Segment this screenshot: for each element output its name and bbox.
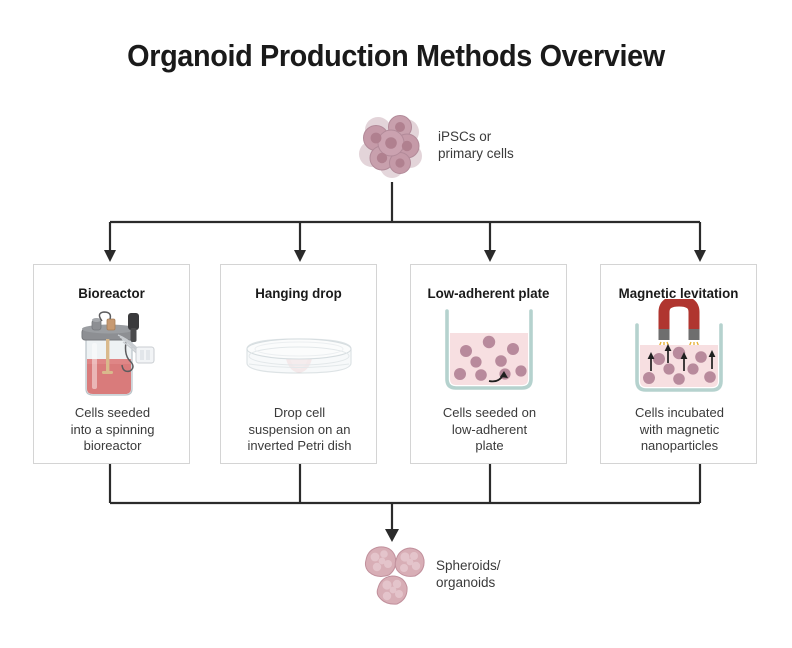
caption-line2: with magnetic (639, 421, 720, 437)
well-plate-icon (411, 305, 566, 397)
caption-line2: low-adherent (451, 421, 528, 437)
method-caption: Cells incubated with magnetic nanopartic… (607, 405, 752, 455)
magnet-well-icon (601, 299, 756, 392)
caption-line1: Cells incubated (635, 405, 724, 420)
method-card-hanging-drop[interactable]: Hanging drop Drop cell suspension on an … (220, 264, 377, 464)
method-title: Hanging drop (255, 285, 342, 301)
bioreactor-icon (34, 309, 189, 401)
arrowhead-output (385, 529, 399, 542)
caption-line2: into a spinning (70, 421, 155, 437)
caption-line3: nanoparticles (640, 438, 719, 453)
caption-line3: plate (475, 438, 504, 453)
arrowhead-3 (694, 250, 706, 262)
arrowhead-1 (294, 250, 306, 262)
caption-line1: Cells seeded on (442, 405, 537, 420)
caption-line3: inverted Petri dish (247, 438, 352, 453)
arrowhead-2 (484, 250, 496, 262)
caption-line2: suspension on an (248, 421, 351, 437)
method-title: Magnetic levitation (618, 285, 739, 301)
method-title: Low-adherent plate (427, 285, 550, 301)
method-caption: Cells seeded on low-adherent plate (417, 405, 562, 455)
source-label: iPSCs or primary cells (438, 128, 578, 162)
source-label-line1: iPSCs or (438, 129, 492, 144)
output-label-line2: organoids (436, 575, 496, 590)
method-card-magnetic-levitation[interactable]: Magnetic levitation Cells incubated with… (600, 264, 757, 464)
method-caption: Cells seeded into a spinning bioreactor (40, 405, 185, 455)
page-title: Organoid Production Methods Overview (127, 38, 665, 73)
petri-dish-icon (221, 309, 376, 401)
source-label-line2: primary cells (438, 146, 514, 161)
caption-line1: Drop cell (273, 405, 326, 420)
method-title: Bioreactor (78, 285, 145, 301)
method-caption: Drop cell suspension on an inverted Petr… (227, 405, 372, 455)
cell-cluster-icon (352, 110, 432, 180)
caption-line3: bioreactor (83, 438, 142, 453)
caption-line1: Cells seeded (74, 405, 151, 420)
method-card-low-adherent-plate[interactable]: Low-adherent plate Cells seeded on low-a… (410, 264, 567, 464)
spheroids-icon (358, 540, 432, 612)
method-card-bioreactor[interactable]: Bioreactor (33, 264, 190, 464)
arrowhead-0 (104, 250, 116, 262)
output-label: Spheroids/ organoids (436, 557, 586, 591)
output-label-line1: Spheroids/ (436, 558, 501, 573)
